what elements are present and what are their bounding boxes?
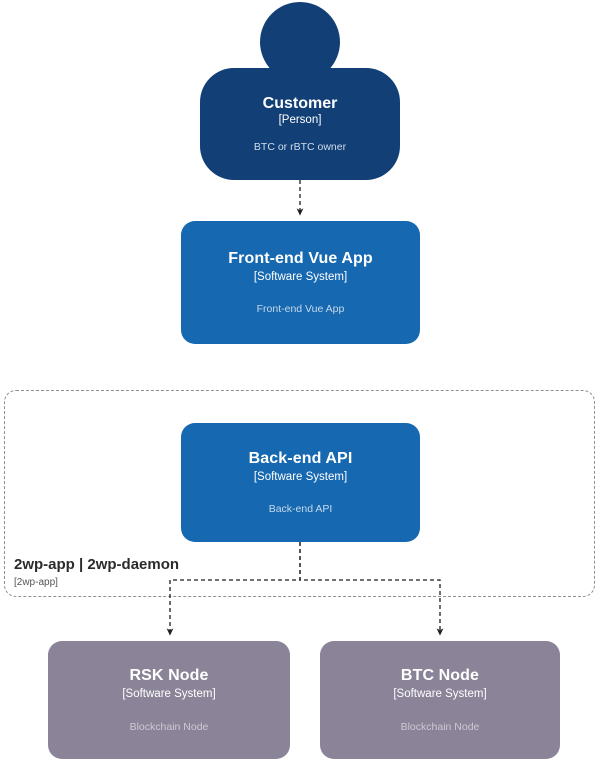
node-btc-type: [Software System]	[393, 688, 487, 701]
boundary-label-type: [2wp-app]	[14, 576, 58, 588]
node-frontend-type: [Software System]	[253, 270, 348, 283]
node-customer-type: [Person]	[278, 114, 322, 126]
node-rsk-description: Blockchain Node	[129, 720, 209, 733]
node-rsk-type: [Software System]	[122, 688, 216, 701]
node-btc-title: BTC Node	[400, 667, 480, 685]
person-body: Customer [Person] BTC or rBTC owner	[200, 68, 400, 180]
node-rsk-node[interactable]: RSK Node [Software System] Blockchain No…	[48, 641, 290, 759]
node-frontend-title: Front-end Vue App	[228, 249, 373, 267]
node-backend-api[interactable]: Back-end API [Software System] Back-end …	[181, 423, 420, 542]
node-backend-description: Back-end API	[268, 503, 333, 516]
boundary-label-title: 2wp-app | 2wp-daemon	[14, 556, 180, 573]
node-customer[interactable]: Customer [Person] BTC or rBTC owner	[200, 2, 400, 180]
node-customer-title: Customer	[262, 95, 338, 112]
node-btc-node[interactable]: BTC Node [Software System] Blockchain No…	[320, 641, 560, 759]
node-customer-description: BTC or rBTC owner	[253, 141, 347, 153]
node-btc-description: Blockchain Node	[400, 720, 480, 733]
boundary-label: 2wp-app | 2wp-daemon [2wp-app]	[14, 555, 179, 589]
node-frontend-vue-app[interactable]: Front-end Vue App [Software System] Fron…	[181, 221, 420, 344]
node-backend-type: [Software System]	[253, 470, 348, 483]
node-rsk-title: RSK Node	[129, 667, 209, 685]
node-backend-title: Back-end API	[248, 449, 353, 467]
node-frontend-description: Front-end Vue App	[256, 303, 345, 316]
